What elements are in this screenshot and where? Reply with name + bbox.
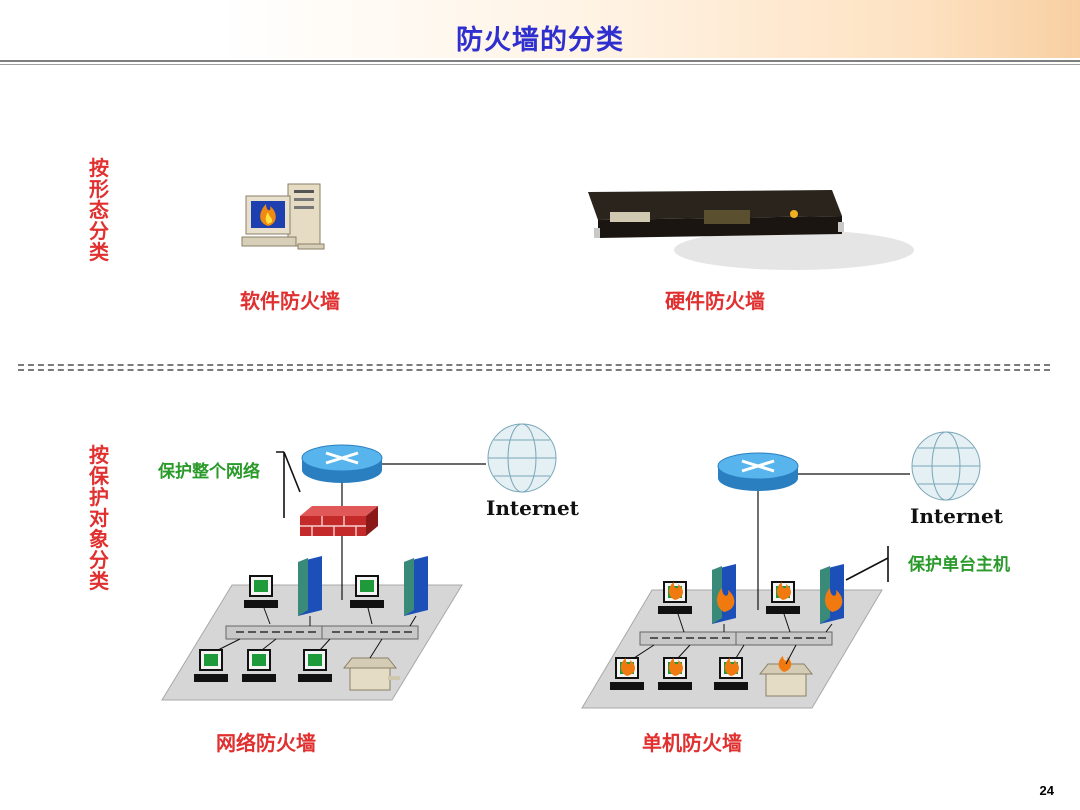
title-rule-thin [0,64,1080,65]
hardware-firewall-caption: 硬件防火墙 [665,289,765,313]
host-firewall-caption: 单机防火墙 [642,731,742,755]
page-number: 24 [1039,783,1054,798]
hardware-firewall-icon [588,190,914,270]
internet-label-left: Internet [486,496,579,520]
title-rule [0,60,1080,62]
software-firewall-icon [241,183,325,250]
by-form-label: 按形态分类 [89,156,109,264]
header-band [0,0,1080,58]
section-divider [18,364,1050,371]
host-note: 保护单台主机 [908,555,1010,575]
slide-title: 防火墙的分类 [456,25,624,56]
software-firewall-caption: 软件防火墙 [240,289,340,313]
by-target-label: 按保护对象分类 [89,443,109,593]
internet-label-right: Internet [910,504,1003,528]
network-note: 保护整个网络 [158,462,260,482]
network-firewall-caption: 网络防火墙 [216,731,316,755]
